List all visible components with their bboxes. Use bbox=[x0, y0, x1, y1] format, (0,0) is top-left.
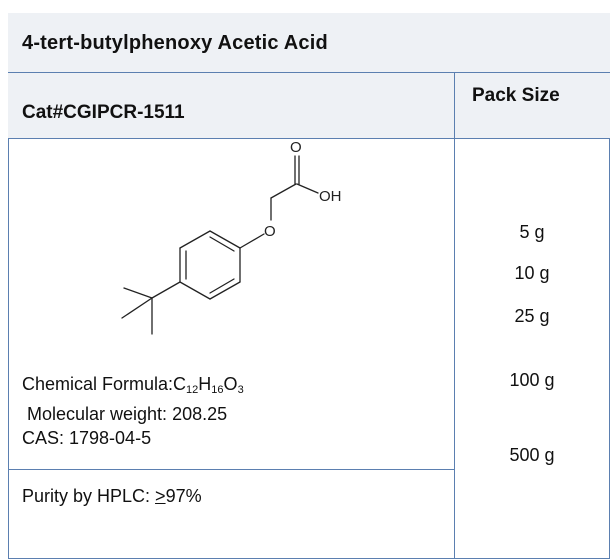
formula-element: C bbox=[173, 374, 187, 394]
atom-label: O bbox=[264, 223, 276, 240]
chemical-formula: Chemical Formula:C12H16O3 bbox=[22, 374, 244, 396]
formula-element: H bbox=[198, 374, 212, 394]
cas-number: CAS: 1798-04-5 bbox=[22, 428, 152, 448]
formula-label: Chemical Formula: bbox=[22, 374, 174, 394]
bond bbox=[209, 281, 241, 300]
title-row bbox=[8, 13, 610, 73]
column-divider bbox=[454, 73, 455, 559]
bond bbox=[296, 183, 319, 194]
atom-label: OH bbox=[319, 188, 342, 205]
pack-size-header: Pack Size bbox=[472, 85, 560, 106]
molecule-structure: O OH O bbox=[121, 139, 342, 335]
bond bbox=[270, 183, 297, 199]
purity-label: Purity by HPLC: bbox=[22, 486, 156, 506]
formula-subscript: 3 bbox=[237, 384, 244, 396]
purity-text: Purity by HPLC: >97% bbox=[22, 486, 202, 507]
bond bbox=[151, 281, 181, 299]
bond bbox=[123, 287, 153, 299]
bond bbox=[239, 233, 265, 249]
atom-label: O bbox=[290, 139, 302, 156]
purity-divider bbox=[8, 469, 454, 470]
formula-element: O bbox=[223, 374, 238, 394]
bond bbox=[209, 236, 235, 252]
bond bbox=[209, 230, 241, 249]
molecular-weight: Molecular weight: 208.25 bbox=[27, 404, 228, 424]
catalog-number: Cat#CGIPCR-1511 bbox=[22, 102, 185, 123]
bond bbox=[179, 281, 211, 300]
pack-size-item: 5 g bbox=[519, 222, 545, 242]
bond bbox=[179, 230, 211, 249]
purity-value: 97% bbox=[165, 486, 202, 506]
pack-size-item: 25 g bbox=[514, 306, 550, 326]
pack-size-item: 100 g bbox=[509, 370, 555, 390]
formula-subscript: 16 bbox=[211, 384, 224, 396]
pack-size-item: 10 g bbox=[514, 263, 550, 283]
formula-subscript: 12 bbox=[186, 384, 199, 396]
bond bbox=[121, 297, 153, 319]
bond bbox=[209, 278, 235, 294]
header-row bbox=[8, 73, 610, 139]
greater-equal-symbol: > bbox=[155, 486, 166, 506]
product-title: 4-tert-butylphenoxy Acetic Acid bbox=[22, 32, 328, 54]
pack-size-item: 500 g bbox=[509, 445, 555, 465]
